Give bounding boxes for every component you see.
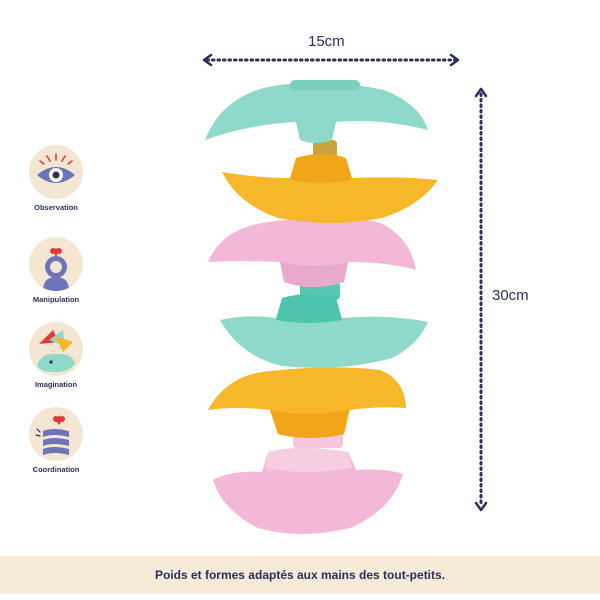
toy-pink-boat-bottom (213, 448, 403, 534)
skill-badge-coordination: Coordination (18, 407, 94, 474)
skill-badge-imagination: Imagination (18, 322, 94, 389)
skill-label: Observation (34, 203, 78, 212)
toy-yellow-boat-upper (222, 154, 438, 223)
toy-teal-boat (220, 294, 428, 368)
width-label: 15cm (308, 33, 345, 50)
toy-mint-lid (205, 82, 428, 143)
hand-icon (35, 415, 69, 455)
toy-yellow-boat-lower (208, 367, 406, 438)
toy-lid-knob (290, 80, 360, 90)
footer-banner: Poids et formes adaptés aux mains des to… (0, 556, 600, 594)
skill-label: Coordination (32, 465, 80, 474)
height-label: 30cm (492, 287, 529, 304)
skill-label: Imagination (34, 380, 78, 389)
skill-label: Manipulation (32, 295, 80, 304)
eye-icon (37, 153, 75, 183)
skill-badge-manipulation: Manipulation (18, 237, 94, 304)
footer-text: Poids et formes adaptés aux mains des to… (154, 568, 446, 582)
skill-badge-observation: Observation (18, 145, 94, 212)
whale-icon (37, 330, 75, 372)
head-icon (43, 247, 69, 291)
toy-pink-boat-middle (208, 218, 416, 287)
